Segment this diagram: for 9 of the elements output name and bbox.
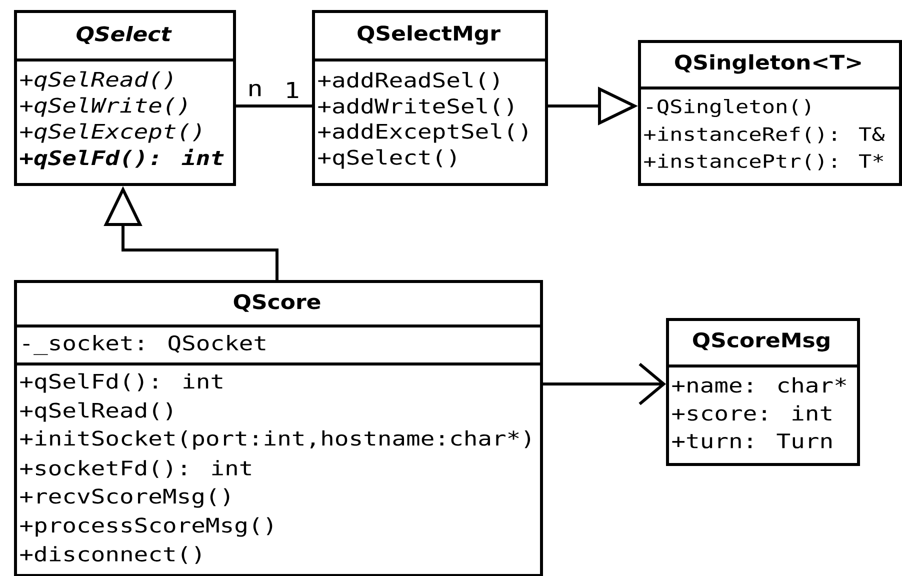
multiplicity-label: 1 [287,82,298,98]
class-box: QSelectMgr +addReadSel() +addWriteSel() +addExceptSel() +qSelect() [312,10,548,186]
association-line [236,104,312,108]
class-box: QScore -_socket: QSocket +qSelFd(): int +qSelRead() +initSocket(port:int,hostname:char*) +socketFd(): int +recvScoreMsg() +processScoreMsg() +disconnect() [14,280,543,576]
multiplicity-label: n [250,84,261,96]
arrow [543,362,666,406]
class-box: QSelect +qSelRead() +qSelWrite() +qSelExcept() +qSelFd(): int [14,10,236,186]
class-box: QScoreMsg +name: char* +score: int +turn: Turn [666,318,860,466]
class-box: QSingleton<T> -QSingleton() +instanceRef(): T& +instancePtr(): T* [638,40,902,186]
